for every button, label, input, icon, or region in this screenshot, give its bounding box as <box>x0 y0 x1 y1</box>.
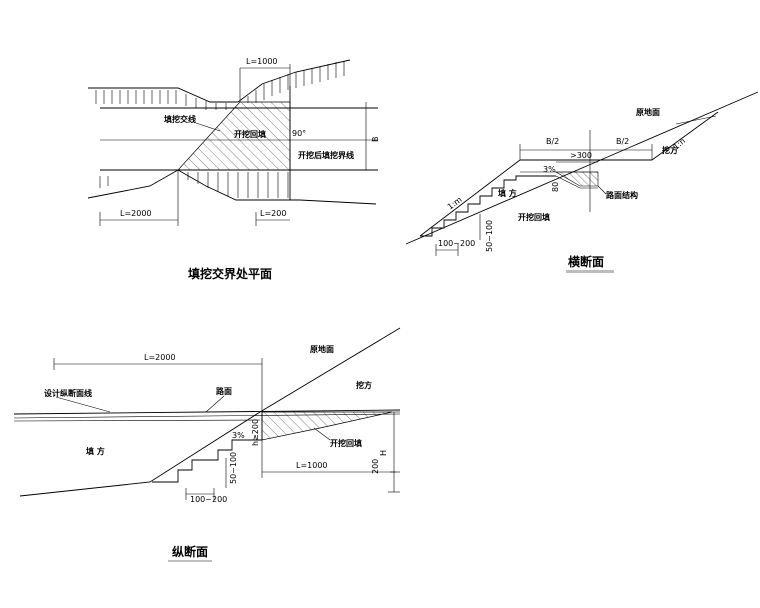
cross-title: 横断面 <box>568 254 604 269</box>
cross-backfill-label: 开挖回填 <box>518 212 550 222</box>
long-dim-step-w: 100~200 <box>190 495 227 504</box>
plan-dim-top: L=1000 <box>246 57 278 66</box>
long-benches <box>152 412 263 483</box>
cross-fill-label: 填 方 <box>498 188 517 198</box>
cross-pavement-label: 路面结构 <box>606 190 638 200</box>
plan-ticks-top-right <box>247 61 345 103</box>
plan-angle-label: 90° <box>292 129 306 138</box>
long-dim-l1000: L=1000 <box>296 461 328 470</box>
long-section: L=2000 L=1000 H 200 50~100 100~200 原地面 设… <box>13 327 401 562</box>
long-dim-step-h: 50~100 <box>229 452 238 484</box>
long-dim-200: 200 <box>371 459 380 474</box>
long-road-label: 路面 <box>216 386 232 396</box>
cross-grade: 3% <box>543 165 556 174</box>
long-backfill-area <box>261 411 393 441</box>
cross-ground-label: 原地面 <box>636 107 660 117</box>
plan-dim-bottom-right: L=200 <box>260 209 286 218</box>
long-dim-top: L=2000 <box>144 353 176 362</box>
plan-ticks-top-left <box>95 90 227 110</box>
cross-dim-80: 80 <box>551 182 560 192</box>
long-dim-h: h≥200 <box>251 419 260 446</box>
plan-boundary-label: 填挖交线 <box>164 114 196 124</box>
plan-view: L=1000 L=2000 L=200 B 填挖交线 开挖回填 90° 开挖后填… <box>87 57 380 281</box>
long-title: 纵断面 <box>172 544 208 559</box>
plan-width-label: B <box>371 137 380 143</box>
plan-title: 填挖交界处平面 <box>188 266 272 281</box>
long-grade: 3% <box>232 431 245 440</box>
long-design-line <box>13 409 401 415</box>
cross-ground-line <box>405 91 759 245</box>
long-ground-line <box>19 327 401 497</box>
cross-title-underline <box>566 270 614 273</box>
long-dim-H: H <box>379 450 388 456</box>
cross-dim-step-w: 100~200 <box>438 239 475 248</box>
long-road-line <box>13 419 261 422</box>
long-backfill-label: 开挖回填 <box>330 438 362 448</box>
long-ground-label: 原地面 <box>310 344 334 354</box>
long-cut-label: 挖方 <box>356 380 372 390</box>
long-design-label: 设计纵断面线 <box>44 388 92 398</box>
cross-cut-slope <box>651 111 719 161</box>
plan-bottom-edge <box>87 169 377 205</box>
plan-top-right-edge <box>237 59 351 103</box>
cross-dim-half-left: B/2 <box>546 137 559 146</box>
cross-dim-step-h: 50~100 <box>485 220 494 252</box>
cross-section: B/2 B/2 >300 原地面 挖方 1:n 填 方 1:m 3% 80 路面… <box>405 91 759 273</box>
plan-ticks-bottom <box>99 172 289 198</box>
plan-backfill-label: 开挖回填 <box>234 129 266 139</box>
plan-dim-left: L=2000 <box>120 209 152 218</box>
cross-dim-half-right: B/2 <box>616 137 629 146</box>
cross-fill-slope <box>419 159 521 237</box>
cross-cut-label: 挖方 <box>662 145 678 155</box>
long-fill-label: 填 方 <box>86 446 105 456</box>
cross-benches <box>420 175 556 237</box>
plan-after-label: 开挖后填挖界线 <box>298 150 354 160</box>
cross-dim-300: >300 <box>570 151 592 160</box>
plan-top-left-edge <box>88 87 238 103</box>
